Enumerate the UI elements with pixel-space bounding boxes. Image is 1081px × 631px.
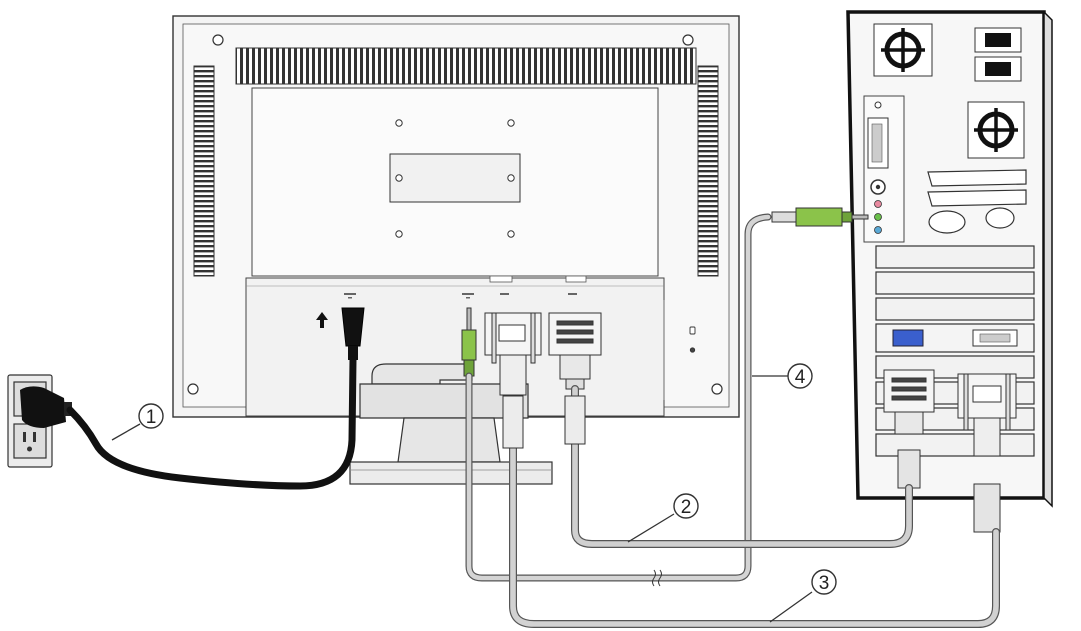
audio-jack-green [874,213,882,221]
vga-cable [564,385,913,548]
callout-3: 3 [769,569,837,623]
tower-slots [927,169,1027,234]
audio-jack-pink [874,200,882,208]
cable-break-mark [652,569,662,587]
upload-arrow-icon [316,312,328,328]
audio-jack-blue [874,226,882,234]
pc-dvi-plug [957,373,1017,533]
callout-1-label: 1 [146,407,157,428]
monitor-left-vent [193,65,215,277]
monitor-vga-plug [548,312,602,390]
audio-cable [465,213,772,582]
graphics-card-bracket [875,323,1035,353]
lock-icon [689,326,696,353]
monitor-power-inlet [341,307,365,360]
power-plug [20,386,72,428]
power-socket-icon [23,432,36,452]
dvi-cable [502,395,1000,628]
callout-4-label: 4 [795,367,806,388]
fan-icon [974,108,1018,152]
callout-4: 4 [752,363,813,389]
pc-tower [846,10,1053,508]
vesa-plate [389,153,521,203]
callout-2: 2 [627,493,699,543]
pc-audio-plug [771,207,869,227]
monitor-top-vent [235,47,697,85]
pc-vga-port [892,329,924,347]
fan-icon [881,28,925,72]
vesa-screws [395,119,515,238]
callout-3-label: 3 [819,573,830,594]
power-cable [66,356,357,490]
monitor-audio-input-plug [461,307,477,377]
monitor-stand [349,363,553,485]
pc-vga-plug [883,369,935,489]
callout-2-label: 2 [681,497,692,518]
monitor-rear [172,15,740,485]
monitor-right-vent [697,65,719,277]
monitor-dvi-plug [484,312,542,408]
port-label-marks [344,293,577,299]
callout-1: 1 [111,403,164,441]
psu-inlet-1 [974,27,1022,53]
